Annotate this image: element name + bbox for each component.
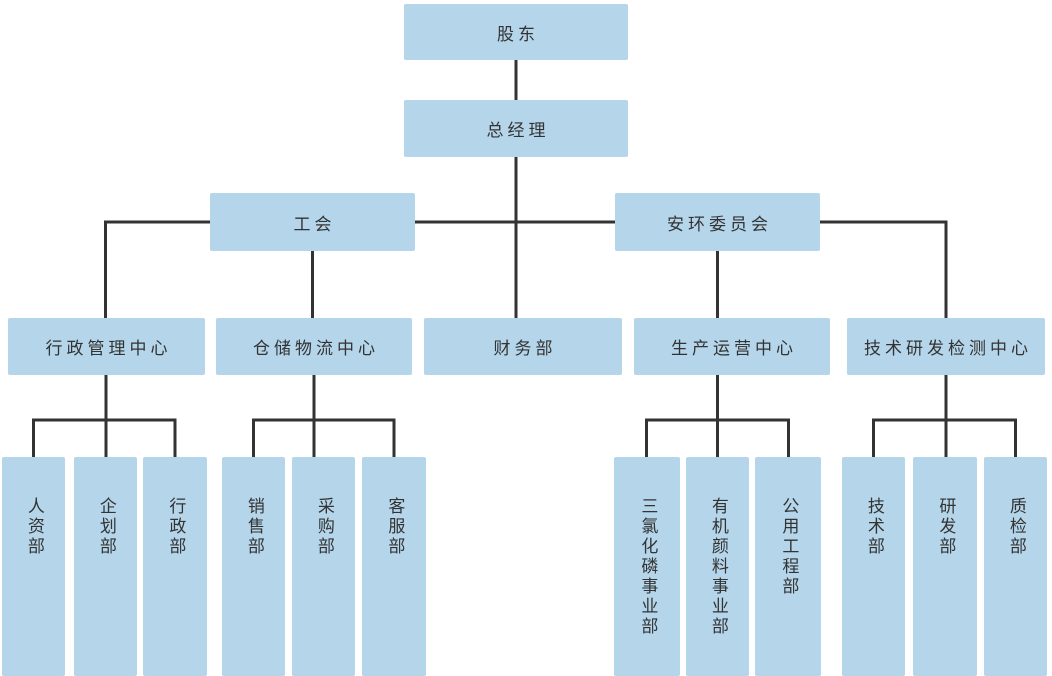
node-organic-pigment-division: 有机颜料事业部	[686, 457, 749, 676]
node-tech-rd-testing-center: 技术研发检测中心	[847, 318, 1045, 375]
node-sales-dept: 销售部	[222, 457, 285, 676]
node-labor-union: 工会	[210, 193, 415, 251]
node-label: 客服部	[385, 497, 405, 557]
node-label: 技术部	[864, 497, 884, 557]
node-label: 企划部	[96, 497, 116, 557]
node-label: 三氯化磷事业部	[638, 497, 658, 637]
node-technology-dept: 技术部	[842, 457, 905, 676]
node-shareholders: 股东	[404, 4, 628, 60]
node-label: 公用工程部	[779, 497, 799, 597]
node-label: 销售部	[244, 497, 264, 557]
node-purchasing-dept: 采购部	[292, 457, 355, 676]
node-safety-env-committee: 安环委员会	[615, 193, 820, 251]
node-general-manager: 总经理	[404, 100, 628, 157]
node-rnd-dept: 研发部	[913, 457, 977, 676]
node-label: 质检部	[1006, 497, 1026, 557]
node-label: 研发部	[936, 497, 956, 557]
node-admin-mgmt-center: 行政管理中心	[8, 318, 205, 375]
node-admin-dept: 行政部	[143, 457, 207, 676]
node-quality-inspection-dept: 质检部	[984, 457, 1047, 676]
node-customer-service-dept: 客服部	[362, 457, 426, 676]
node-finance-dept: 财务部	[424, 318, 622, 375]
node-hr-dept: 人资部	[2, 457, 65, 676]
node-label: 有机颜料事业部	[708, 497, 728, 637]
node-production-ops-center: 生产运营中心	[634, 318, 830, 375]
node-label: 人资部	[24, 497, 44, 557]
node-phosphorus-trichloride-division: 三氯化磷事业部	[614, 457, 680, 676]
node-warehouse-logistics-center: 仓储物流中心	[216, 318, 412, 375]
node-planning-dept: 企划部	[74, 457, 137, 676]
node-label: 行政部	[166, 497, 186, 557]
node-label: 采购部	[314, 497, 334, 557]
node-utility-engineering-dept: 公用工程部	[755, 457, 821, 676]
